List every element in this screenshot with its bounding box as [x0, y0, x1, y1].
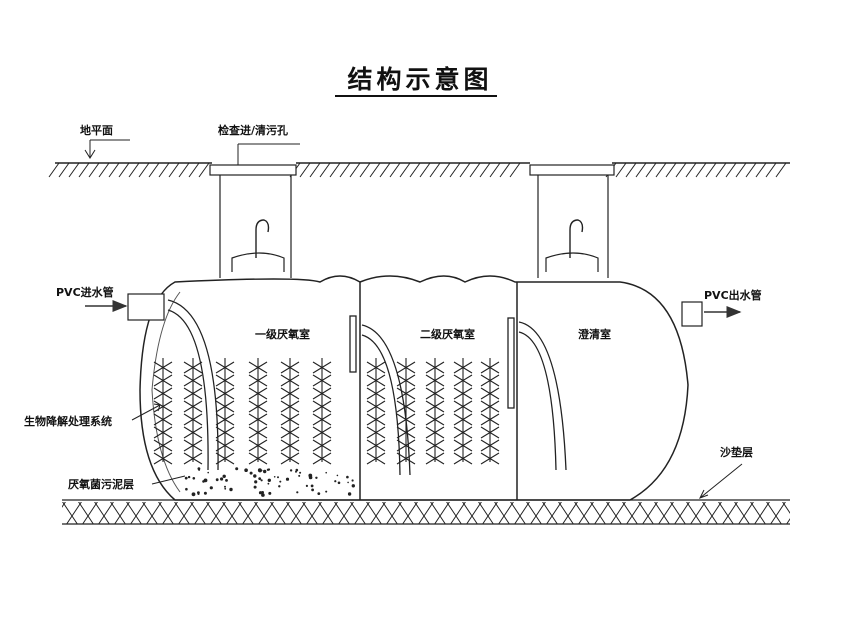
- bio-media-column: [183, 358, 203, 465]
- sludge-leader: [151, 475, 186, 485]
- sludge-dots: [184, 467, 355, 497]
- sand-bed: [62, 499, 790, 525]
- bio-media-column: [480, 358, 500, 465]
- sludge-label: 厌氧菌污泥层: [68, 477, 134, 491]
- bio-media-column: [248, 358, 268, 465]
- bio-media-column: [425, 358, 445, 465]
- inspection-shaft-left: [209, 164, 297, 278]
- internal-pipes: [167, 299, 567, 476]
- bio-media: [153, 358, 500, 465]
- sand-label: 沙垫层: [720, 445, 753, 459]
- sand-leader: [698, 463, 743, 499]
- bio-media-column: [453, 358, 473, 465]
- ground-label: 地平面: [80, 123, 113, 137]
- diagram-title: 结构示意图: [347, 65, 492, 94]
- inlet-pipe: [127, 293, 165, 321]
- inspection-label: 检查进/清污孔: [218, 123, 288, 137]
- chamber-1-label: 一级厌氧室: [255, 327, 310, 341]
- bio-media-column: [366, 358, 386, 465]
- bio-system-leader: [131, 403, 161, 421]
- outlet-pipe: [681, 301, 703, 327]
- pvc-inlet-label: PVC进水管: [56, 285, 114, 299]
- bio-media-column: [215, 358, 235, 465]
- chamber-2-label: 二级厌氧室: [420, 327, 475, 341]
- ground-label-group: 地平面: [80, 123, 130, 159]
- pvc-outlet-label: PVC出水管: [704, 288, 762, 302]
- septic-tank-body: [139, 275, 689, 501]
- bio-media-column: [280, 358, 300, 465]
- bio-media-column: [153, 358, 173, 465]
- bio-system-label: 生物降解处理系统: [24, 414, 112, 428]
- chamber-3-label: 澄清室: [578, 327, 611, 341]
- ground-surface: [48, 162, 790, 178]
- inspection-label-group: 检查进/清污孔: [218, 123, 300, 165]
- bio-media-column: [396, 358, 416, 465]
- bio-media-column: [312, 358, 332, 465]
- inspection-shaft-right: [529, 164, 615, 278]
